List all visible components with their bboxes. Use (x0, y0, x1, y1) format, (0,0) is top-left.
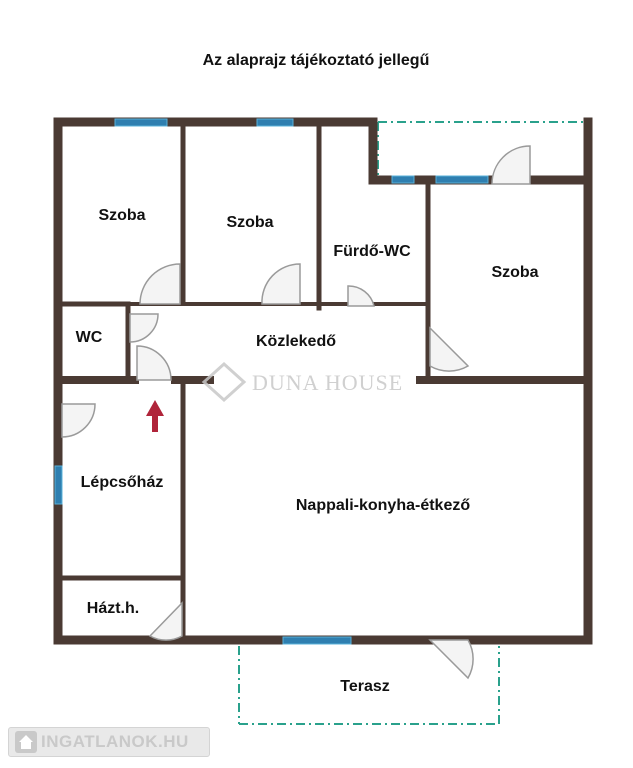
doors (61, 145, 531, 680)
room-label-furdo-wc: Fürdő-WC (333, 243, 411, 260)
room-label-terasz: Terasz (340, 678, 390, 695)
window (54, 465, 63, 505)
window (435, 175, 489, 184)
door-szoba3 (429, 326, 470, 372)
upper-balcony-outline (377, 121, 588, 178)
walls (53, 117, 593, 645)
door-szoba1 (139, 263, 181, 305)
door-furdo (347, 285, 375, 307)
door-terasz (428, 639, 474, 680)
door-upper-balcony (491, 145, 531, 185)
entrance-arrow-icon (146, 400, 164, 432)
door-wc (129, 313, 159, 343)
duna-house-watermark: DUNA HOUSE (201, 361, 403, 403)
terrace-outline (238, 646, 500, 725)
window (391, 175, 415, 184)
room-label-wc: WC (76, 329, 103, 346)
house-icon (15, 731, 37, 753)
room-label-nappali: Nappali-konyha-étkező (296, 497, 470, 514)
window (282, 636, 352, 645)
room-label-szoba-3: Szoba (491, 264, 538, 281)
door-szoba2 (261, 263, 301, 305)
door-hall (136, 345, 172, 381)
badge-text: INGATLANOK.HU (41, 732, 189, 751)
windows (54, 118, 489, 645)
window (256, 118, 294, 127)
ingatlanok-badge: INGATLANOK.HU (8, 727, 210, 757)
door-haztartasi (148, 601, 183, 641)
door-lepcsohaz (61, 403, 96, 438)
room-label-haztartasi: Házt.h. (87, 600, 139, 617)
room-label-szoba-1: Szoba (98, 207, 145, 224)
watermark-text: DUNA HOUSE (252, 370, 403, 395)
room-label-szoba-2: Szoba (226, 214, 273, 231)
window (114, 118, 168, 127)
room-label-kozlekedo: Közlekedő (256, 333, 336, 350)
plan-title: Az alaprajz tájékoztató jellegű (203, 52, 430, 69)
room-label-lepcsohaz: Lépcsőház (81, 474, 164, 491)
